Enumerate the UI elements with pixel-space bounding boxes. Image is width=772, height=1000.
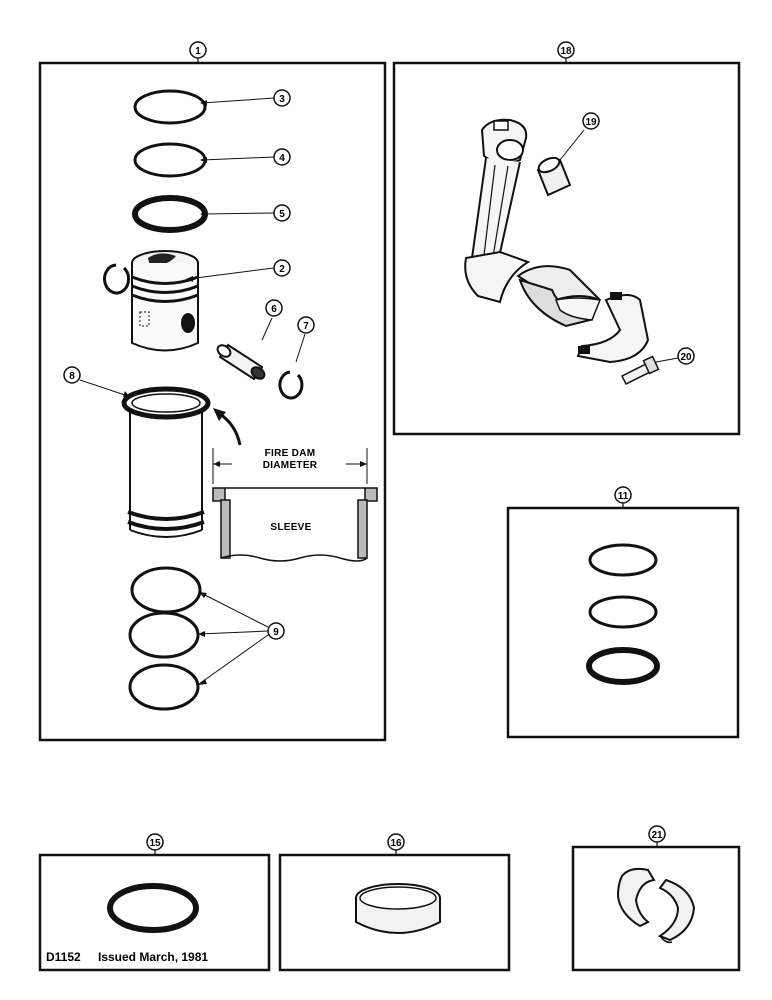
sleeve-label: SLEEVE <box>270 522 311 533</box>
piston-ring <box>133 142 207 178</box>
callout-circle-11 <box>614 486 632 504</box>
seal-ring <box>107 883 199 933</box>
panel-connecting-rod: 18 19 <box>392 41 741 436</box>
sleeve-cross-section <box>212 487 378 562</box>
panel-ring-set: 11 <box>506 486 740 739</box>
callout-16: 16 <box>390 838 402 849</box>
bearing-shells <box>616 867 696 944</box>
callout-11: 11 <box>618 491 629 502</box>
callout-circle-7 <box>297 316 315 334</box>
callout-4: 4 <box>279 153 285 164</box>
retainer-clip <box>103 263 131 295</box>
piston-ring <box>588 595 658 629</box>
oil-ring <box>132 195 208 233</box>
panel-part-16: 16 <box>278 833 511 972</box>
callout-5: 5 <box>279 209 285 220</box>
seal-ring <box>128 663 200 711</box>
callout-circle-5 <box>273 204 291 222</box>
callout-circle-18 <box>557 41 575 59</box>
callout-9: 9 <box>273 627 279 638</box>
callout-circle-15 <box>146 833 164 851</box>
callout-8: 8 <box>69 371 75 382</box>
piston <box>131 250 199 352</box>
seal-ring <box>130 566 202 614</box>
callout-15: 15 <box>149 838 161 849</box>
seal-ring <box>128 611 200 659</box>
callout-circle-3 <box>273 89 291 107</box>
rod-bolt <box>620 355 660 386</box>
callout-6: 6 <box>271 304 277 315</box>
callout-3: 3 <box>279 94 285 105</box>
callout-circle-21 <box>648 825 666 843</box>
piston-ring <box>588 543 658 577</box>
retainer-clip <box>278 370 304 400</box>
callout-circle-8 <box>63 366 81 384</box>
piston-ring <box>133 89 207 125</box>
callout-circle-1 <box>189 41 207 59</box>
direction-arrow <box>219 412 242 446</box>
cylinder-sleeve <box>121 386 211 538</box>
callout-7: 7 <box>303 321 309 332</box>
connecting-rod <box>464 118 531 304</box>
panel-part-15: 15 D1152 Issued March, 1981 <box>38 833 271 972</box>
oil-ring <box>586 647 660 685</box>
callout-circle-9 <box>267 622 285 640</box>
callout-circle-16 <box>387 833 405 851</box>
callout-circle-20 <box>677 347 695 365</box>
callout-2: 2 <box>279 264 285 275</box>
callout-circle-6 <box>265 299 283 317</box>
callout-1: 1 <box>195 46 201 57</box>
drawing-code: D1152 <box>46 950 81 964</box>
diameter-label: DIAMETER <box>263 460 318 471</box>
rod-bushing <box>536 156 572 197</box>
callout-circle-19 <box>582 112 600 130</box>
panel-part-21: 21 <box>571 825 741 972</box>
fire-dam-label: FIRE DAM <box>265 448 316 459</box>
callout-20: 20 <box>680 352 692 363</box>
rod-bearing-shells <box>516 265 602 328</box>
panel-piston-kit: 1 3 4 5 2 <box>38 41 387 742</box>
sleeve-band <box>355 883 441 934</box>
callout-19: 19 <box>585 117 597 128</box>
callout-circle-2 <box>273 259 291 277</box>
piston-pin <box>216 343 266 381</box>
callout-circle-4 <box>273 148 291 166</box>
callout-21: 21 <box>651 830 663 841</box>
issue-date: Issued March, 1981 <box>98 950 208 964</box>
rod-cap <box>576 292 650 364</box>
callout-18: 18 <box>560 46 572 57</box>
